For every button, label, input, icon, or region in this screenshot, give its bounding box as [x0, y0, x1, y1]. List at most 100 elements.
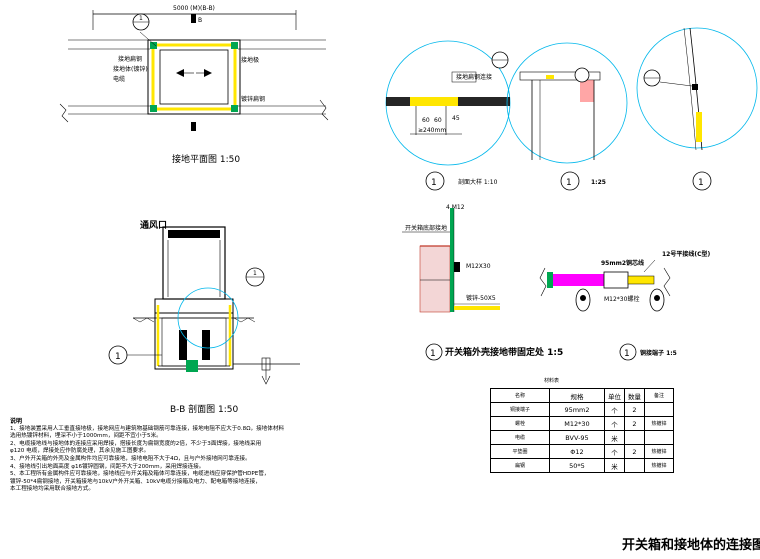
detail-a-label: 接地扁钢连接: [456, 73, 492, 81]
ground-electrode: [150, 42, 157, 49]
bolt-top-label: 4 M12: [446, 204, 465, 211]
table-cell: M12*30: [549, 416, 605, 431]
note-line: φ120 电缆，焊接处应作防腐处理，其余见施工图要求。: [10, 448, 150, 455]
table-cell: 扁钢: [490, 458, 550, 473]
bolt-side-label: 开关箱底部接地: [405, 224, 447, 232]
plan-label-1: 接地扁钢: [118, 55, 142, 63]
detail-b-caption-number: 1: [566, 178, 572, 188]
detail-circle-b: [506, 42, 628, 164]
ground-loop: [151, 43, 237, 111]
table-row: 螺栓 M12*30 个 2 热镀锌: [490, 416, 674, 431]
plan-label-2: 接地体(镀锌): [113, 65, 148, 73]
detail-circle-a: 60 60 ≥240mm 45 接地扁钢连接: [385, 40, 511, 166]
table-cell: 2: [624, 416, 645, 431]
note-line: 3、户外开关箱的外壳及金属构件均应可靠接地，接地电阻不大于4Ω，且与户外接地网可…: [10, 455, 251, 462]
table-cell: [644, 402, 674, 417]
section-mark-top: [191, 14, 196, 23]
detail-b-caption: 1:25: [591, 179, 606, 186]
table-cell: 个: [604, 402, 625, 417]
table-cell: [624, 430, 645, 445]
note-line: 本工程接地均采用联合接地方式。: [10, 486, 94, 493]
table-row: 电缆 BVV-95 米: [490, 430, 674, 445]
bolt-size-label: M12X30: [466, 263, 491, 270]
plan-label-5: 镀锌扁钢: [241, 95, 265, 103]
ground-electrode: [231, 105, 238, 112]
detail-captions: 1 剖面大样 1:10 1 1:25 1: [425, 171, 712, 191]
table-header-cell: 数量: [624, 388, 645, 403]
table-cell: 平垫圈: [490, 444, 550, 459]
bolt-caption: 开关箱外壳接地带固定处 1:5: [445, 346, 563, 358]
note-line: 4、接地线引出地面高度 φ16镀锌圆钢，间距不大于200mm，采用焊接连接。: [10, 463, 205, 470]
table-header-cell: 单位: [604, 388, 625, 403]
table-cell: 热镀锌: [644, 444, 674, 459]
detail-a-dim-1: 60: [422, 117, 430, 124]
terminal-caption-number: 1: [624, 349, 630, 359]
bolt-caption-number: 1: [430, 349, 436, 359]
plan-label-3: 电缆: [113, 75, 125, 83]
terminal-bolt-label: M12*30螺栓: [604, 295, 639, 303]
section-mark-top-label: B: [198, 17, 202, 24]
section-electrode: [186, 360, 198, 372]
note-line: 选用热镀锌材料，埋深不小于1000mm，间距不宜小于5米。: [10, 433, 162, 440]
section-callout-number: 1: [253, 270, 257, 277]
table-cell: 螺栓: [490, 416, 550, 431]
section-caption: B-B 剖面图 1:50: [170, 403, 238, 415]
vent-label: 通风口: [140, 219, 167, 231]
note-line: 1、接地装置采用人工垂直接地极，接地网应与建筑物基础钢筋可靠连接，接地电阻不应大…: [10, 425, 285, 432]
table-header-row: 名称 规格 单位 数量 备注: [490, 388, 674, 403]
table-row: 平垫圈 Φ12 个 2 热镀锌: [490, 444, 674, 459]
table-cell: 铜接端子: [490, 402, 550, 417]
plan-label-4: 接地极: [241, 56, 259, 64]
table-cell: Φ12: [549, 444, 605, 459]
bolt-flat-label: 镀锌-50X5: [466, 294, 496, 302]
materials-caption: 材料表: [544, 378, 560, 384]
table-cell: 2: [624, 444, 645, 459]
section-mark-bottom: [191, 122, 196, 131]
table-cell: 米: [604, 458, 625, 473]
notes-block: 说明 1、接地装置采用人工垂直接地极，接地网应与建筑物基础钢筋可靠连接，接地电阻…: [10, 418, 285, 494]
table-cell: [644, 430, 674, 445]
table-cell: 热镀锌: [644, 458, 674, 473]
bolt-detail: 4 M12 开关箱底部接地 M12X30 镀锌-50X5 1 开关箱外壳接地带固…: [402, 204, 563, 361]
table-cell: [624, 458, 645, 473]
terminal-caption: 铜接端子 1:5: [640, 349, 677, 357]
notes-title: 说明: [10, 418, 23, 425]
detail-circle: [177, 287, 239, 349]
detail-a-dim-2: 60: [434, 117, 442, 124]
terminal-lug-label: 12号平接线(C型): [662, 250, 710, 258]
terminal-cable-label: 95mm2铜芯线: [601, 259, 644, 267]
table-header-cell: 备注: [644, 388, 674, 403]
sheet-title: 开关箱和接地体的连接图: [622, 538, 760, 553]
detail-a-dim-4: 45: [452, 115, 460, 122]
plan-caption: 接地平面图 1:50: [172, 153, 240, 165]
plan-view: 5000 (M)(B-B) B 接地扁钢: [59, 5, 329, 165]
cabinet-roof: [168, 230, 220, 238]
table-header-cell: 规格: [549, 388, 605, 403]
table-row: 铜接端子 95mm2 个 2: [490, 402, 674, 417]
note-line: 2、电缆接地线与接地体的连接应采用焊接，搭接长度为扁钢宽度的2倍，不少于3面焊接…: [10, 440, 262, 447]
section-callout-left-number: 1: [115, 352, 121, 362]
table-cell: 2: [624, 402, 645, 417]
table-cell: BVV-95: [549, 430, 605, 445]
table-row: 扁钢 50*5 米 热镀锌: [490, 458, 674, 473]
section-view: 通风口 1 1: [108, 219, 300, 415]
detail-a-caption: 剖面大样 1:10: [458, 178, 498, 186]
terminal-detail: 12号平接线(C型) 95mm2铜芯线 M12*30螺栓 1 铜接端子 1:5: [539, 250, 710, 361]
table-cell: 米: [604, 430, 625, 445]
plan-dimension: 5000 (M)(B-B): [173, 5, 215, 12]
table-cell: 个: [604, 416, 625, 431]
note-line: 镀锌-50*4扁钢接地，开关箱接地与10kV户外开关箱、10kV电缆分接箱及电力…: [10, 478, 261, 485]
detail-c-caption-number: 1: [698, 178, 704, 188]
table-cell: 50*5: [549, 458, 605, 473]
plan-callout-number: 1: [139, 15, 143, 22]
table-header-cell: 名称: [490, 388, 550, 403]
detail-a-caption-number: 1: [431, 178, 437, 188]
detail-a-dim-3: ≥240mm: [418, 127, 446, 134]
table-cell: 电缆: [490, 430, 550, 445]
table-cell: 个: [604, 444, 625, 459]
materials-table: 名称 规格 单位 数量 备注 铜接端子 95mm2 个 2 螺栓 M12*30 …: [490, 388, 674, 473]
table-cell: 95mm2: [549, 402, 605, 417]
detail-b-callout: [574, 67, 590, 83]
note-line: 5、本工程所有金属构件应可靠接地，接地线应与开关箱及箱体可靠连接，电缆进线应穿保…: [10, 471, 270, 478]
